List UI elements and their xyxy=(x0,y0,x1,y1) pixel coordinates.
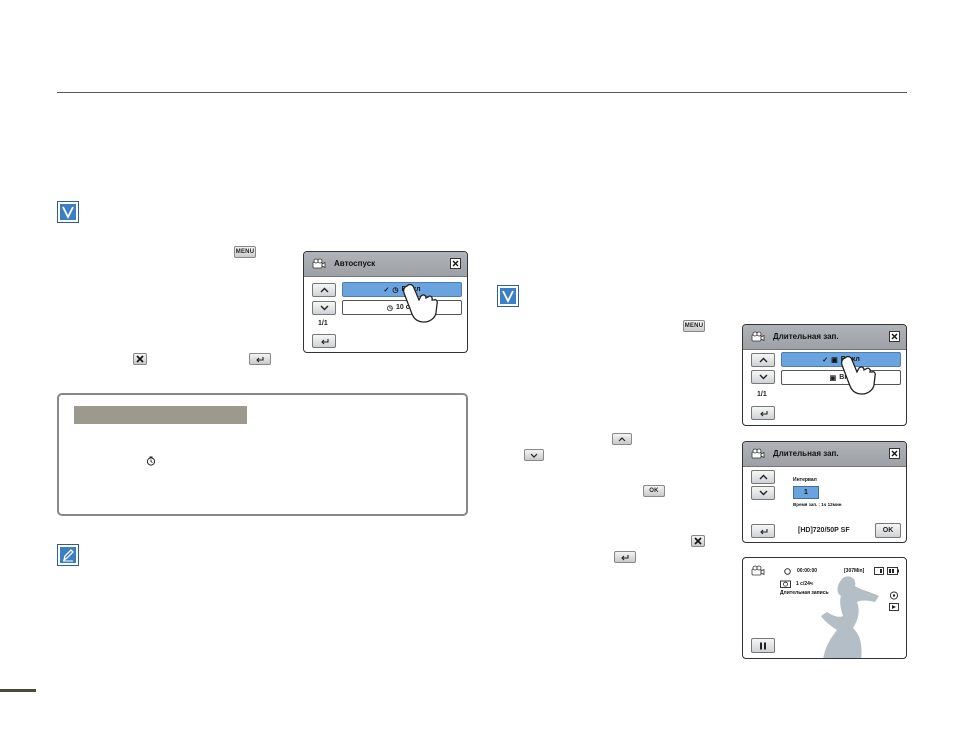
screen-header: Автоспуск xyxy=(304,252,467,277)
info-box-header-bar xyxy=(74,406,247,424)
close-icon[interactable] xyxy=(889,331,900,342)
stabilizer-icon xyxy=(889,591,899,600)
screen-title: Автоспуск xyxy=(334,259,376,268)
timer-off-icon: ◷ xyxy=(392,286,399,294)
touch-hand-icon xyxy=(840,355,876,395)
back-button[interactable] xyxy=(751,406,775,420)
back-key-icon xyxy=(249,353,271,365)
touch-hand-icon xyxy=(402,283,438,323)
top-rule xyxy=(57,92,907,93)
page-counter: 1/1 xyxy=(757,391,767,398)
close-icon[interactable] xyxy=(450,258,461,269)
check-mark-icon: ✓ xyxy=(383,286,390,294)
decrease-button[interactable] xyxy=(751,486,775,500)
screen-header: Длительная зап. xyxy=(743,442,906,467)
pause-button[interactable] xyxy=(751,638,775,653)
scroll-down-button[interactable] xyxy=(312,301,336,315)
back-key-icon xyxy=(614,551,636,563)
down-key-icon xyxy=(524,449,544,461)
camcorder-icon xyxy=(751,565,765,576)
record-status-icon xyxy=(784,568,791,575)
scroll-up-button[interactable] xyxy=(312,283,336,297)
self-timer-icon xyxy=(146,456,156,466)
ok-key-icon: OK xyxy=(643,485,665,497)
close-icon[interactable] xyxy=(889,448,900,459)
ok-button[interactable]: OK xyxy=(875,523,901,538)
remaining-time: [307Min] xyxy=(844,568,865,574)
option-on-label: Вкл xyxy=(839,374,853,381)
timelapse-icon xyxy=(780,580,791,588)
interval-value-field[interactable]: 1 xyxy=(793,486,819,499)
recording-time-text: Время зап. : 1ч 12мин xyxy=(793,502,842,507)
up-key-icon xyxy=(612,433,632,445)
increase-button[interactable] xyxy=(751,470,775,484)
camcorder-icon xyxy=(312,258,326,269)
option-10s-label: 10 сек xyxy=(396,304,418,311)
scene-mode-icon xyxy=(889,603,899,611)
time-counter: 00:00:00 xyxy=(797,568,818,574)
ok-button-label: OK xyxy=(882,527,894,534)
menu-key-icon: MENU xyxy=(683,320,705,332)
timelapse-off-icon: ▣ xyxy=(831,356,838,364)
check-icon xyxy=(57,201,79,223)
memory-card-icon xyxy=(874,567,884,575)
screen-title: Длительная зап. xyxy=(773,449,839,458)
info-box xyxy=(57,393,468,516)
close-key-icon xyxy=(133,353,147,365)
camcorder-icon xyxy=(751,448,765,459)
close-key-icon xyxy=(691,535,705,547)
scroll-up-button[interactable] xyxy=(751,353,775,367)
timelapse-menu-screen: Длительная зап. ✓ ▣ Выкл ▣ Вкл 1/1 xyxy=(742,324,907,426)
screen-header: Длительная зап. xyxy=(743,325,906,350)
recording-screen: 00:00:00 [307Min] 1 с/24ч Длительная зап… xyxy=(742,557,907,659)
back-button[interactable] xyxy=(312,334,336,348)
page-marker-bar xyxy=(0,689,36,692)
menu-key-icon: MENU xyxy=(234,246,256,258)
page-counter: 1/1 xyxy=(318,320,328,327)
camcorder-icon xyxy=(751,331,765,342)
interval-setting: 1 с/24ч xyxy=(796,581,813,587)
video-mode-text: [HD]720/50P SF xyxy=(798,527,850,534)
person-silhouette xyxy=(821,576,879,658)
battery-icon xyxy=(887,567,899,575)
check-mark-icon: ✓ xyxy=(822,356,829,364)
timelapse-setting-screen: Длительная зап. Интервал 1 Время зап. : … xyxy=(742,441,907,543)
check-icon xyxy=(497,285,519,307)
self-timer-screen: Автоспуск ✓ ◷ Выкл ◷ 10 сек 1/1 xyxy=(303,251,468,353)
timelapse-on-icon: ▣ xyxy=(829,374,837,382)
interval-label: Интервал xyxy=(793,477,817,483)
note-icon xyxy=(57,544,79,566)
interval-value: 1 xyxy=(804,489,808,496)
timer-10s-icon: ◷ xyxy=(386,304,394,312)
back-button[interactable] xyxy=(751,524,775,538)
timelapse-status: Длительная запись xyxy=(780,590,829,596)
screen-title: Длительная зап. xyxy=(773,332,839,341)
scroll-down-button[interactable] xyxy=(751,370,775,384)
